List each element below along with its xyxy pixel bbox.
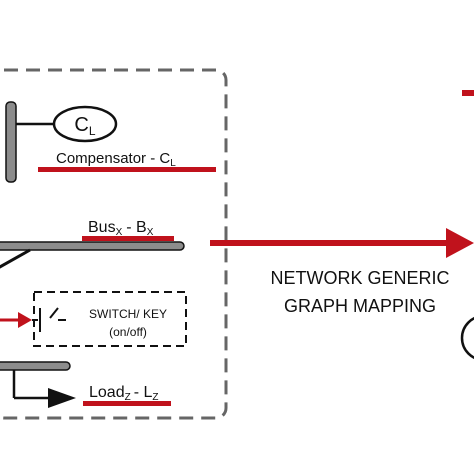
graph-node-fragment <box>460 317 474 359</box>
bus-group: BusX- BX <box>0 219 185 269</box>
compensator-bar <box>5 101 17 183</box>
compensator-label: Compensator - CL <box>56 150 176 169</box>
switch-label-line1: SWITCH/ KEY <box>89 307 167 321</box>
load-arrowhead <box>48 388 76 408</box>
load-bar <box>0 361 71 371</box>
compensator-underline <box>38 167 216 172</box>
compensator-symbol-circle <box>52 105 118 143</box>
bus-underline <box>82 236 174 241</box>
load-group: LoadZ- LZ <box>0 361 171 408</box>
mapping-label-line2: GRAPH MAPPING <box>284 296 436 316</box>
switch-blade <box>49 307 59 319</box>
switch-group: SWITCH/ KEY (on/off) <box>0 291 187 347</box>
switch-arrowhead <box>18 312 32 328</box>
graph-edge-fragment <box>462 90 474 96</box>
switch-label-line2: (on/off) <box>109 325 147 339</box>
bus-label: BusX- BX <box>88 219 154 238</box>
mapping-arrow-shaft <box>210 240 450 246</box>
mapping-arrow-group: NETWORK GENERIC GRAPH MAPPING <box>210 228 474 316</box>
load-label: LoadZ- LZ <box>89 384 158 403</box>
compensator-group: CL Compensator - CL <box>5 101 216 183</box>
mapping-label-line1: NETWORK GENERIC <box>270 268 449 288</box>
bus-diagonal-line <box>0 248 31 269</box>
mapping-arrowhead <box>446 228 474 258</box>
bus-bar <box>0 241 185 251</box>
load-underline <box>83 401 171 406</box>
compensator-symbol: CL <box>74 114 95 138</box>
